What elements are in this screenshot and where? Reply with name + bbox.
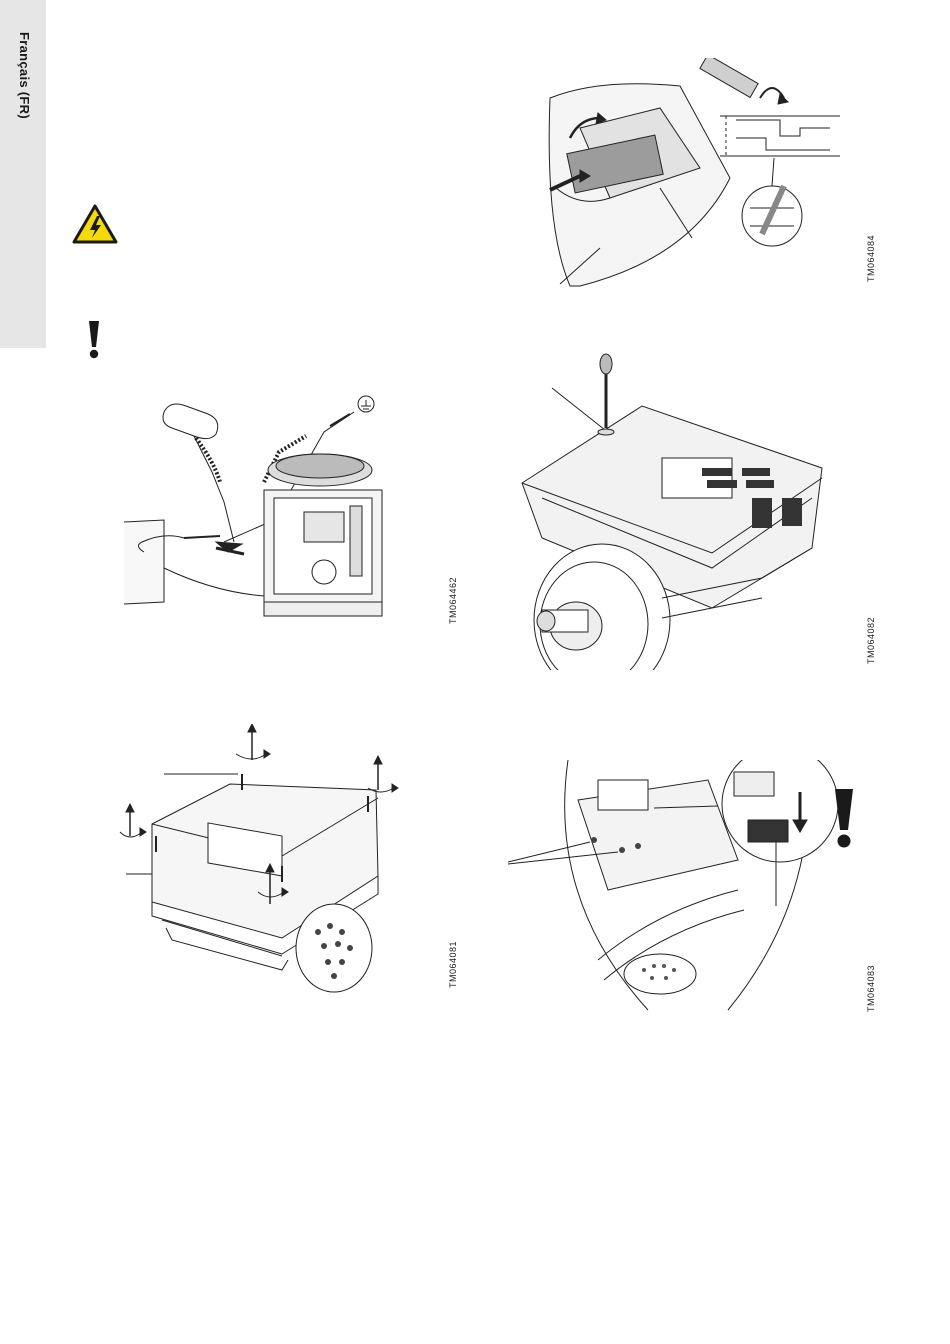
- figure-code: TM064084: [866, 235, 876, 282]
- language-label-wrap: Français (FR): [2, 0, 46, 150]
- electrical-hazard-warning-icon: [72, 204, 118, 244]
- voltage-check-illustration: [124, 392, 404, 626]
- exclamation-icon: [86, 320, 102, 360]
- language-label: Français (FR): [17, 32, 32, 119]
- exclamation-icon: [832, 788, 856, 850]
- figure-code: TM064083: [866, 965, 876, 1012]
- screwdriver-fastener-illustration: [512, 348, 832, 670]
- figure-code: TM064082: [866, 617, 876, 664]
- board-connector-illustration: [508, 760, 848, 1016]
- figure-code: TM064462: [448, 577, 458, 624]
- cover-removal-illustration: [540, 58, 840, 290]
- terminal-cover-screws-illustration: [112, 724, 412, 994]
- figure-code: TM064081: [448, 941, 458, 988]
- language-side-tab: Français (FR): [0, 0, 46, 348]
